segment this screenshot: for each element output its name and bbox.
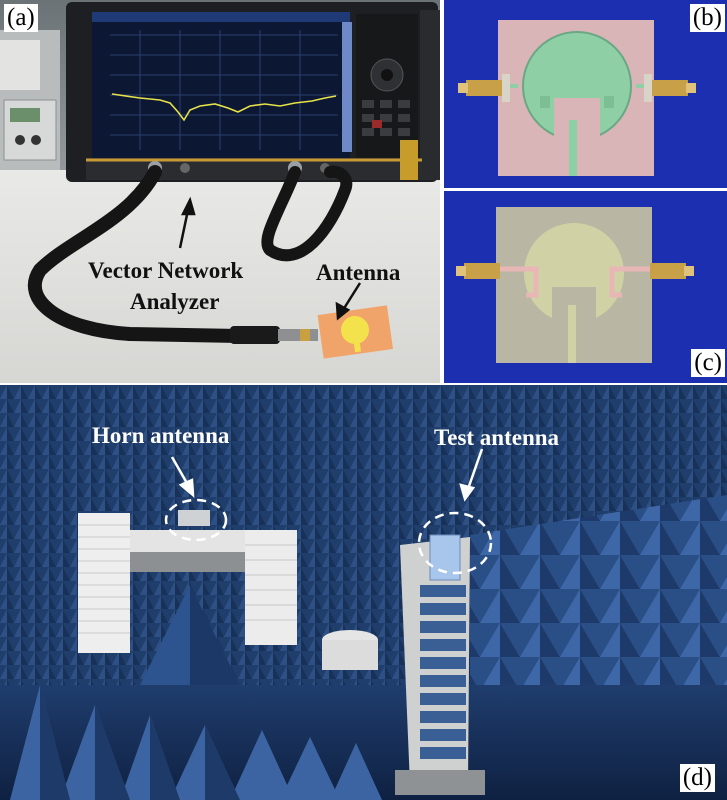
antenna-back-illustration bbox=[444, 191, 727, 383]
vna-photo-illustration bbox=[0, 0, 440, 383]
vna-label-line1: Vector Network bbox=[88, 258, 244, 283]
panel-a-vna-photo: Vector Network Analyzer Antenna (a) bbox=[0, 0, 440, 383]
panel-b-antenna-front-photo: (b) bbox=[444, 0, 727, 188]
horn-antenna-label: Horn antenna bbox=[92, 423, 230, 448]
panel-a-label: (a) bbox=[4, 4, 38, 32]
test-antenna-label: Test antenna bbox=[434, 425, 560, 450]
antenna-front-illustration bbox=[444, 0, 727, 188]
panel-b-label: (b) bbox=[689, 4, 725, 32]
antenna-label: Antenna bbox=[316, 260, 401, 285]
panel-c-antenna-back-photo: (c) bbox=[444, 191, 727, 383]
vna-label-line2: Analyzer bbox=[130, 289, 220, 314]
panel-d-label: (d) bbox=[679, 764, 715, 792]
panel-c-label: (c) bbox=[691, 349, 725, 377]
anechoic-chamber-illustration bbox=[0, 385, 727, 800]
panel-d-anechoic-chamber-photo: Horn antenna Test antenna (d) bbox=[0, 385, 727, 800]
